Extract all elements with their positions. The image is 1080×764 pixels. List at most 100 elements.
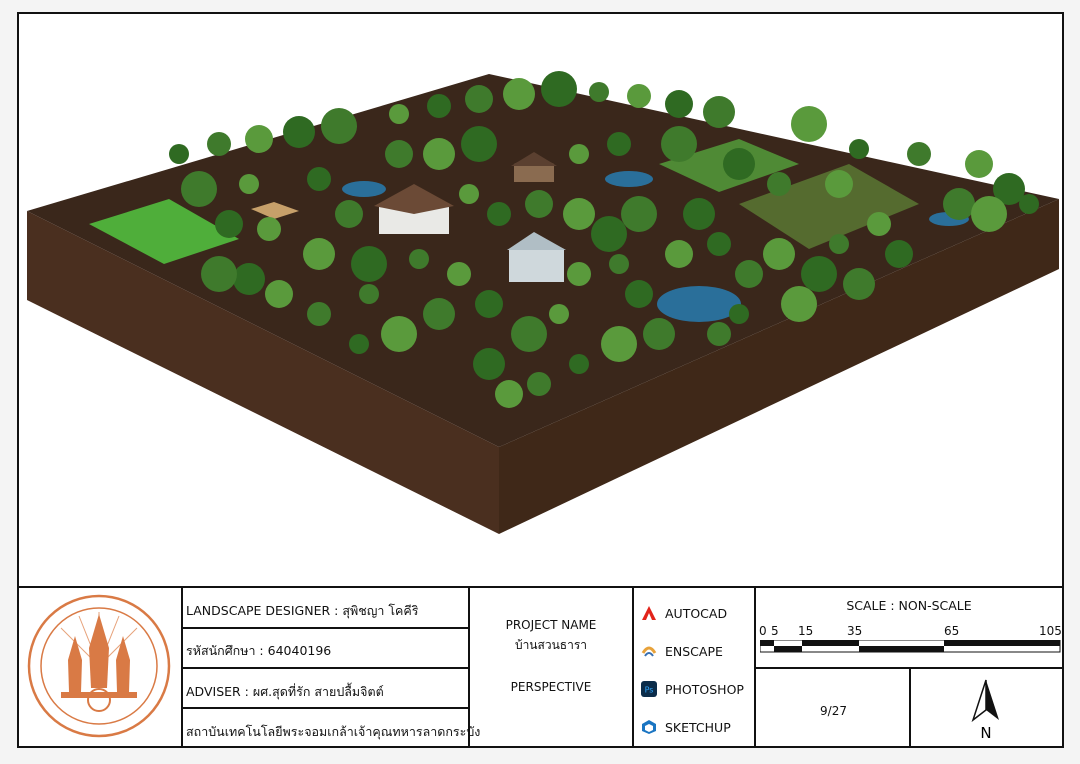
tree-canopy bbox=[459, 184, 479, 204]
greenhouse bbox=[507, 232, 566, 282]
tree-canopy bbox=[707, 232, 731, 256]
svg-text:Ps: Ps bbox=[645, 686, 654, 695]
tree-canopy bbox=[723, 148, 755, 180]
tree-canopy bbox=[661, 126, 697, 162]
tree-canopy bbox=[265, 280, 293, 308]
crop-field bbox=[739, 164, 919, 249]
main-house bbox=[374, 184, 454, 234]
tree-canopy bbox=[201, 256, 237, 292]
tree-canopy bbox=[389, 104, 409, 124]
tree-canopy bbox=[495, 380, 523, 408]
tree-canopy bbox=[257, 217, 281, 241]
tree-canopy bbox=[233, 263, 265, 295]
tree-canopy bbox=[665, 90, 693, 118]
software-enscape: ENSCAPE bbox=[641, 643, 723, 659]
tree-canopy bbox=[503, 78, 535, 110]
tree-canopy bbox=[181, 171, 217, 207]
tree-canopy bbox=[867, 212, 891, 236]
tree-canopy bbox=[589, 82, 609, 102]
tree-group bbox=[169, 71, 1039, 408]
tree-canopy bbox=[385, 140, 413, 168]
tree-canopy bbox=[943, 188, 975, 220]
scale-tick: 5 bbox=[771, 624, 779, 638]
student-id-line: รหัสนักศึกษา : 64040196 bbox=[186, 641, 331, 661]
scale-tick: 105 bbox=[1039, 624, 1062, 638]
tree-canopy bbox=[885, 240, 913, 268]
tree-canopy bbox=[609, 254, 629, 274]
tree-canopy bbox=[971, 196, 1007, 232]
tree-canopy bbox=[549, 304, 569, 324]
software-name: PHOTOSHOP bbox=[665, 681, 744, 697]
autocad-icon bbox=[641, 605, 657, 621]
tree-canopy bbox=[335, 200, 363, 228]
tree-canopy bbox=[843, 268, 875, 300]
tree-canopy bbox=[473, 348, 505, 380]
tree-canopy bbox=[423, 298, 455, 330]
tree-canopy bbox=[423, 138, 455, 170]
institution-name: สถาบันเทคโนโลยีพระจอมเกล้าเจ้าคุณทหารลาด… bbox=[186, 724, 481, 739]
tree-canopy bbox=[683, 198, 715, 230]
tree-canopy bbox=[591, 216, 627, 252]
photoshop-icon: Ps bbox=[641, 681, 657, 697]
soil-right-face bbox=[499, 199, 1059, 534]
tree-canopy bbox=[829, 234, 849, 254]
soil-left-face bbox=[27, 211, 499, 534]
adviser-label: ADVISER : bbox=[186, 684, 249, 699]
software-name: SKETCHUP bbox=[665, 719, 731, 735]
tree-canopy bbox=[245, 125, 273, 153]
adviser-line: ADVISER : ผศ.สุดที่รัก สายปลื้มจิตต์ bbox=[186, 682, 384, 702]
tree-canopy bbox=[381, 316, 417, 352]
tree-canopy bbox=[763, 238, 795, 270]
tree-canopy bbox=[849, 139, 869, 159]
pavilion bbox=[251, 202, 299, 219]
tree-canopy bbox=[729, 304, 749, 324]
tree-canopy bbox=[525, 190, 553, 218]
adviser-name: ผศ.สุดที่รัก สายปลื้มจิตต์ bbox=[252, 684, 384, 699]
tree-canopy bbox=[643, 318, 675, 350]
lawn-area bbox=[89, 199, 239, 264]
designer-name: สุพิชญา โคคีริ bbox=[342, 603, 419, 618]
tree-canopy bbox=[767, 172, 791, 196]
software-photoshop: Ps PHOTOSHOP bbox=[641, 681, 744, 697]
sketchup-icon bbox=[641, 719, 657, 735]
tree-canopy bbox=[621, 196, 657, 232]
tree-canopy bbox=[475, 290, 503, 318]
tree-canopy bbox=[351, 246, 387, 282]
tree-canopy bbox=[427, 94, 451, 118]
tree-canopy bbox=[569, 144, 589, 164]
tree-canopy bbox=[511, 316, 547, 352]
hut bbox=[511, 152, 557, 182]
tree-canopy bbox=[735, 260, 763, 288]
software-name: ENSCAPE bbox=[665, 643, 723, 659]
scale-bar bbox=[760, 640, 1061, 653]
tree-canopy bbox=[527, 372, 551, 396]
pond bbox=[605, 171, 653, 187]
student-id-value: 64040196 bbox=[267, 643, 332, 658]
tree-canopy bbox=[207, 132, 231, 156]
drawing-sheet: LANDSCAPE DESIGNER : สุพิชญา โคคีริ รหัส… bbox=[17, 12, 1064, 748]
scale-title: SCALE : NON-SCALE bbox=[846, 598, 972, 613]
scale-tick: 15 bbox=[798, 624, 814, 638]
tree-canopy bbox=[1019, 194, 1039, 214]
tree-canopy bbox=[169, 144, 189, 164]
tree-canopy bbox=[321, 108, 357, 144]
software-autocad: AUTOCAD bbox=[641, 605, 727, 621]
page-number: 9/27 bbox=[820, 704, 847, 718]
project-name-label: PROJECT NAME bbox=[505, 618, 597, 632]
pond bbox=[657, 286, 741, 322]
designer-label: LANDSCAPE DESIGNER : bbox=[186, 603, 339, 618]
tree-canopy bbox=[215, 210, 243, 238]
tree-canopy bbox=[627, 84, 651, 108]
tree-canopy bbox=[409, 249, 429, 269]
scale-tick: 65 bbox=[944, 624, 960, 638]
tree-canopy bbox=[359, 284, 379, 304]
tree-canopy bbox=[487, 202, 511, 226]
sheet-type: PERSPECTIVE bbox=[510, 680, 592, 694]
tree-canopy bbox=[965, 150, 993, 178]
scale-tick: 35 bbox=[847, 624, 863, 638]
title-block: LANDSCAPE DESIGNER : สุพิชญา โคคีริ รหัส… bbox=[19, 586, 1062, 746]
tree-canopy bbox=[607, 132, 631, 156]
tree-canopy bbox=[567, 262, 591, 286]
tree-canopy bbox=[907, 142, 931, 166]
institution-seal bbox=[19, 588, 181, 746]
